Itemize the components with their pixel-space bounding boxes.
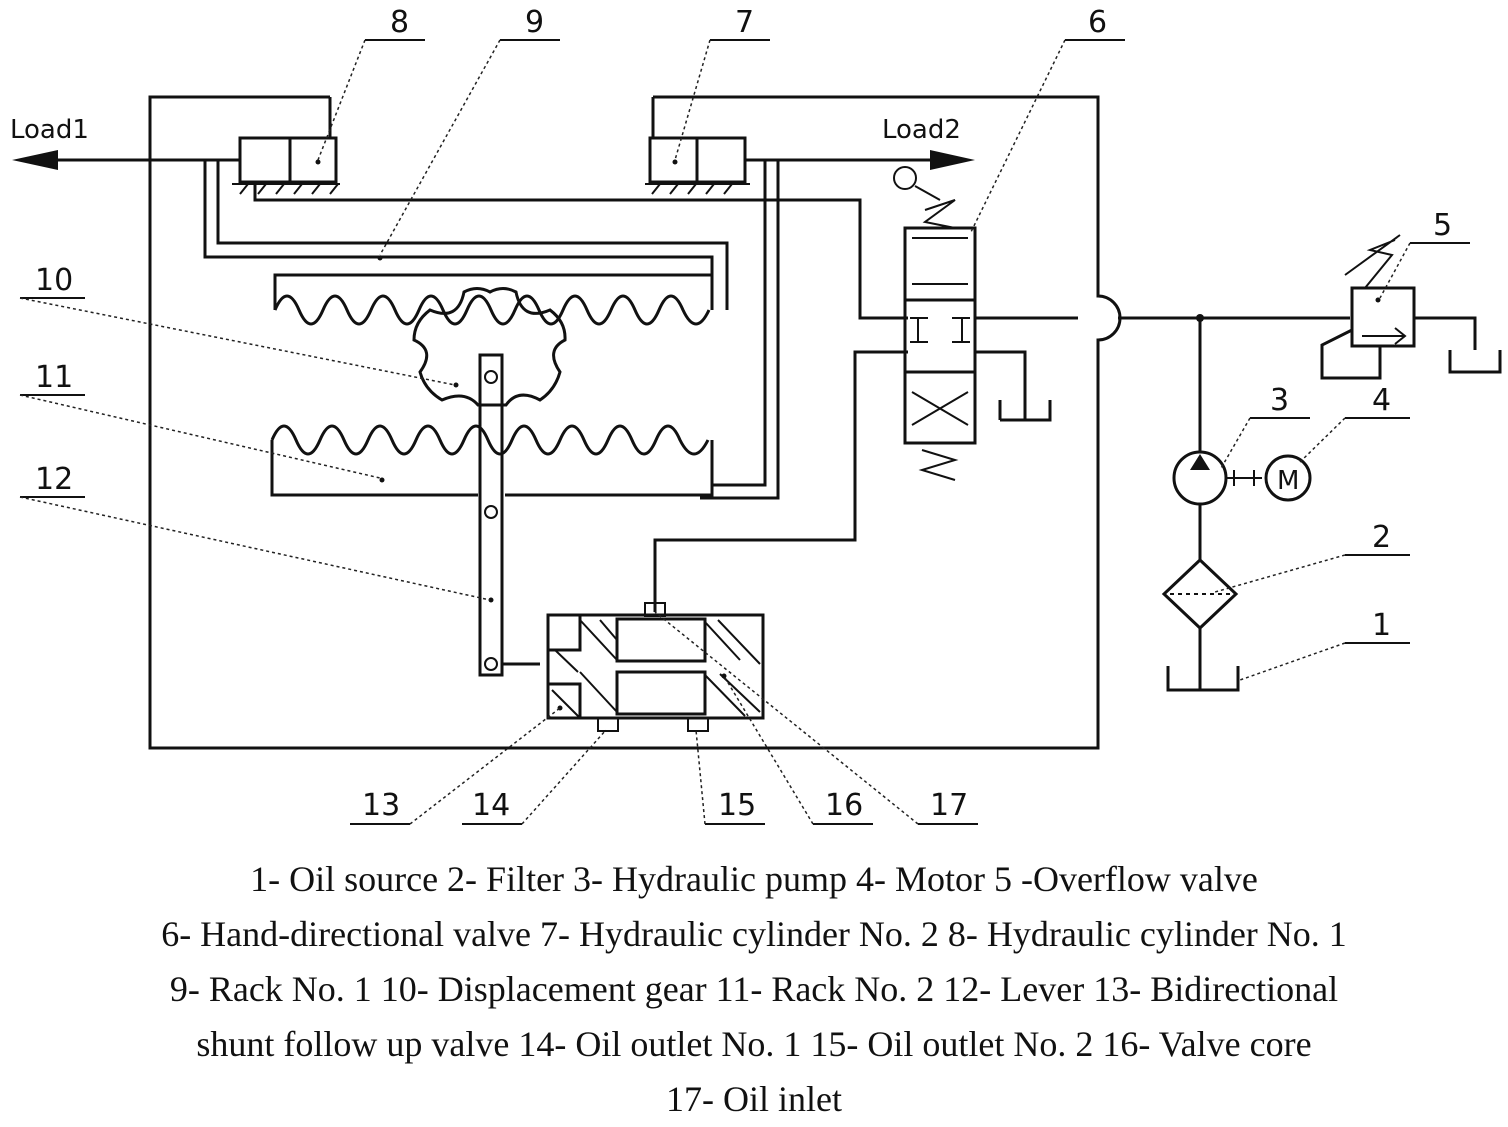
caption-line-4: shunt follow up valve 14- Oil outlet No.… [196, 1024, 1312, 1064]
load1-label: Load1 [10, 115, 89, 145]
rack-1 [273, 255, 714, 326]
label-14: 14 [472, 788, 510, 823]
label-11: 11 [35, 360, 73, 395]
caption-line-5: 17- Oil inlet [666, 1079, 842, 1119]
svg-text:M: M [1277, 466, 1299, 496]
hydraulic-schematic: Load1 Load2 [10, 5, 1502, 825]
caption-line-2: 6- Hand-directional valve 7- Hydraulic c… [161, 914, 1347, 954]
hydraulic-cylinder-2 [645, 136, 750, 195]
label-16: 16 [825, 788, 863, 823]
label-8: 8 [390, 5, 409, 40]
motor: M [1264, 454, 1312, 502]
label-5: 5 [1433, 208, 1452, 243]
label-1: 1 [1372, 608, 1391, 643]
label-17: 17 [930, 788, 968, 823]
caption-line-3: 9- Rack No. 1 10- Displacement gear 11- … [169, 969, 1339, 1009]
label-2: 2 [1372, 520, 1391, 555]
displacement-gear [412, 287, 567, 407]
load1-arrow [12, 150, 240, 170]
label-12: 12 [35, 462, 73, 497]
rack-2 [270, 424, 714, 497]
load2-label: Load2 [882, 115, 961, 145]
label-6: 6 [1088, 5, 1107, 40]
filter [1161, 557, 1239, 690]
lever [478, 353, 540, 677]
hand-directional-valve [893, 166, 1052, 481]
label-10: 10 [35, 263, 73, 298]
caption-line-1: 1- Oil source 2- Filter 3- Hydraulic pum… [250, 859, 1258, 899]
oil-source [1166, 666, 1240, 692]
main-frame [148, 95, 1122, 750]
label-9: 9 [525, 5, 544, 40]
hydraulic-cylinder-1 [232, 136, 340, 195]
overflow-valve [1320, 234, 1502, 380]
label-13: 13 [362, 788, 400, 823]
label-15: 15 [718, 788, 756, 823]
label-7: 7 [735, 5, 754, 40]
label-3: 3 [1270, 383, 1289, 418]
hydraulic-pump [1172, 314, 1262, 560]
figure-caption: 1- Oil source 2- Filter 3- Hydraulic pum… [0, 852, 1508, 1127]
leader-lines [19, 39, 1470, 825]
label-4: 4 [1372, 383, 1391, 418]
oil-pipes [203, 160, 1350, 612]
shunt-follow-up-valve [546, 602, 765, 732]
